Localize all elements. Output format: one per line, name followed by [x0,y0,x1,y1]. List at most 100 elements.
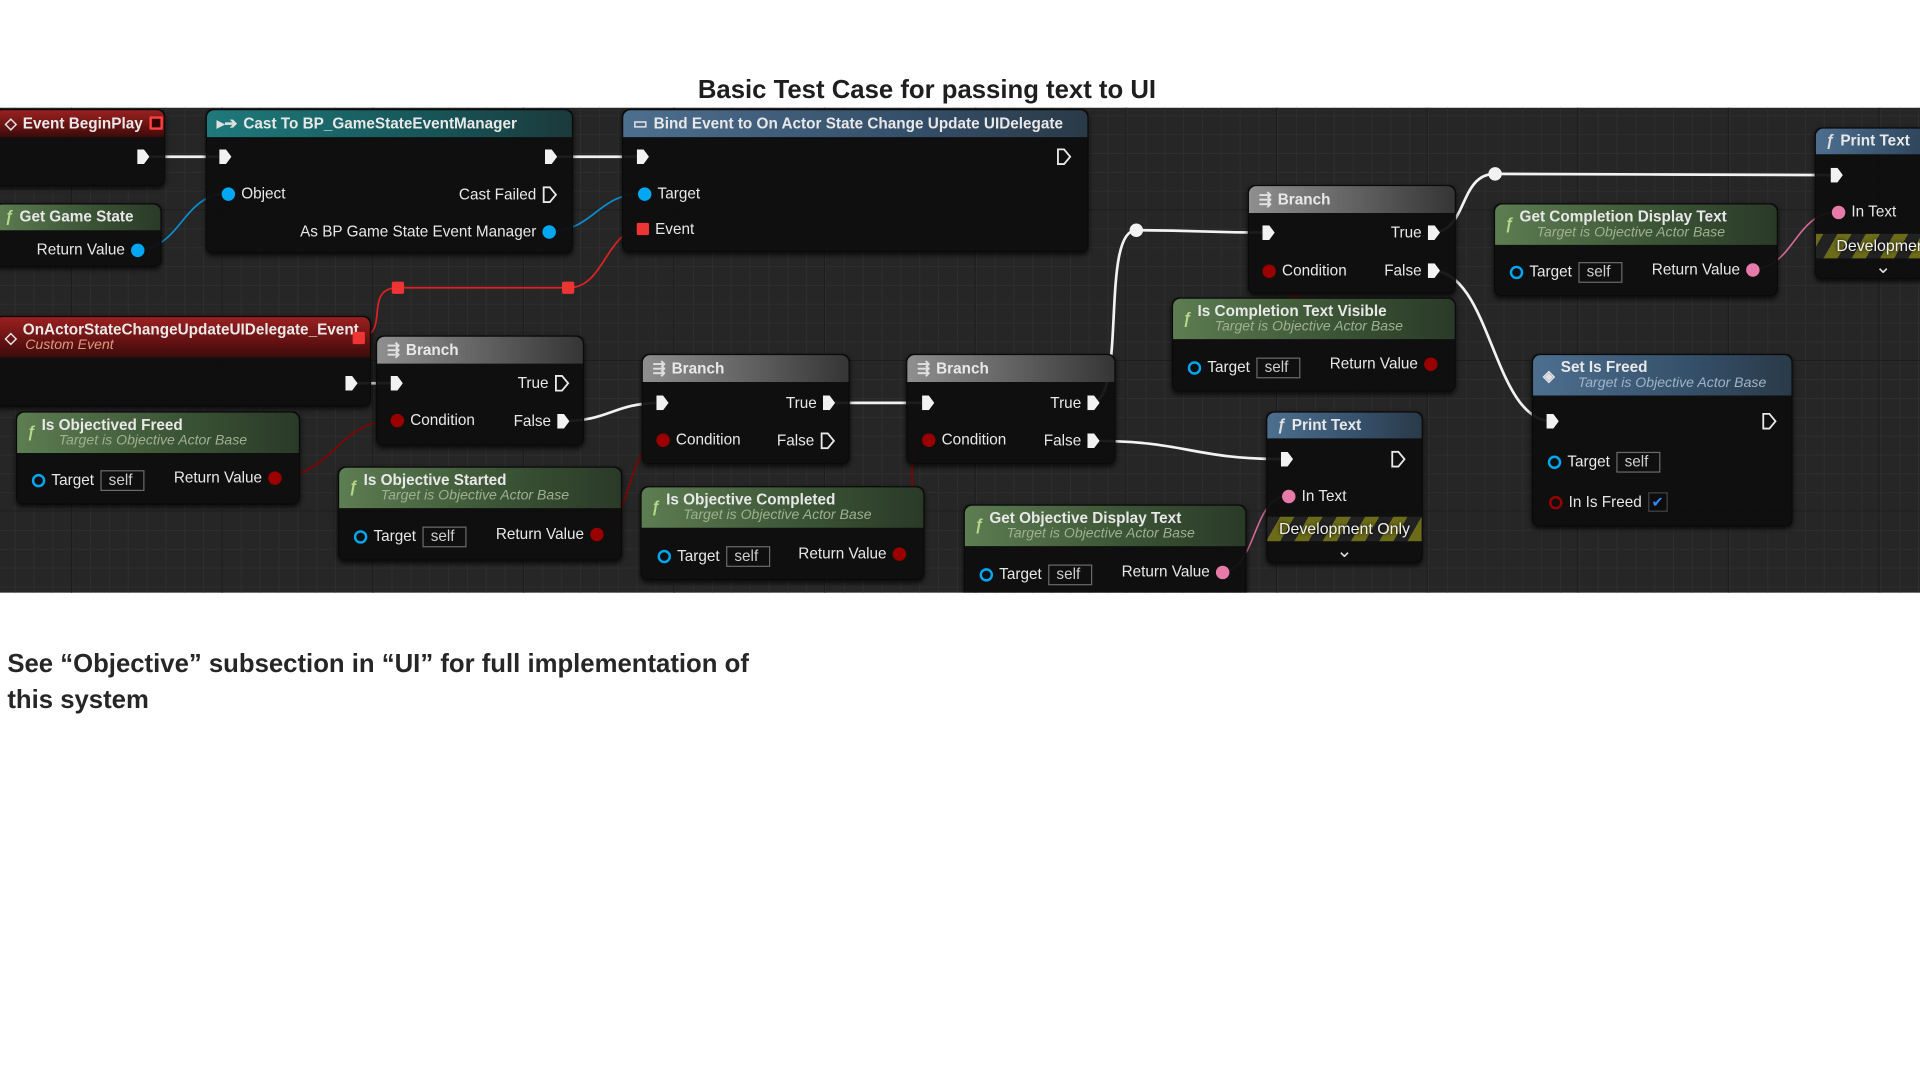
pin-row-as-bp-game-state-event-manager[interactable]: As BP Game State Event Manager [300,222,556,242]
pin-row-exec[interactable] [544,147,558,167]
node-header[interactable]: ⇶Branch [1248,186,1455,214]
pin-value-input[interactable]: self [422,525,467,547]
pin-row-exec[interactable] [219,147,232,167]
exec-pin[interactable] [1830,167,1843,183]
pin-value-input[interactable]: self [1256,356,1301,378]
exec-hollow-pin[interactable] [820,432,836,450]
checkbox[interactable]: ✔ [1647,492,1668,512]
exec-pin[interactable] [1427,225,1441,241]
bool-pin[interactable] [892,546,907,561]
pin-row-exec[interactable] [345,373,358,393]
pin-row-exec[interactable] [390,373,403,393]
node-header[interactable]: ⇶Branch [377,336,583,364]
pin-row-exec[interactable] [1546,411,1559,431]
pin-row-exec[interactable] [922,393,935,413]
bool-pin[interactable] [922,432,936,447]
exec-pin[interactable] [822,395,836,411]
obj-hollow-pin[interactable] [1187,360,1202,375]
delegate-pin[interactable] [352,331,365,345]
pin-row-true[interactable]: True [786,393,836,413]
obj-hollow-pin[interactable] [1509,265,1524,279]
exec-pin[interactable] [219,149,232,165]
reroute-node[interactable] [562,281,575,294]
obj-pin[interactable] [637,186,652,201]
exec-pin[interactable] [636,149,649,165]
chevron-down-icon[interactable]: ⌄ [1336,541,1353,563]
reroute-node[interactable] [1129,223,1144,237]
bool-pin[interactable] [390,413,405,427]
exec-pin[interactable] [656,395,669,411]
pin-row-return-value[interactable]: Return Value [496,524,604,544]
pin-value-input[interactable]: self [100,469,145,491]
node-header[interactable]: ◇Event BeginPlay [0,110,165,138]
pin-row-exec[interactable] [1830,165,1843,185]
pin-row-delegate[interactable] [352,328,365,348]
pin-row-condition[interactable]: Condition [922,430,1006,450]
node-header[interactable]: ⇶Branch [642,355,849,383]
pin-row-false[interactable]: False [514,411,570,431]
node-header[interactable]: ◇OnActorStateChangeUpdateUIDelegate_Even… [0,317,370,358]
pin-row-object[interactable]: Object [221,184,285,204]
reroute-node[interactable] [391,281,405,294]
exec-pin[interactable] [390,375,403,391]
pin-row-return-value[interactable]: Return Value [1122,562,1230,582]
delegate-pin[interactable] [148,116,163,130]
exec-pin[interactable] [922,395,935,411]
bind-event-to-on-actor-state-change-update-uidelegate-node[interactable]: ▭Bind Event to On Actor State Change Upd… [622,108,1089,253]
onactorstatechangeupdateuidelegate-event-node[interactable]: ◇OnActorStateChangeUpdateUIDelegate_Even… [0,315,372,407]
pin-row-target[interactable]: Target [637,184,700,204]
exec-pin[interactable] [544,149,558,165]
node-header[interactable]: ▭Bind Event to On Actor State Change Upd… [623,110,1088,138]
pin-row-exec-hollow[interactable] [1762,411,1777,431]
bool-pin[interactable] [1424,356,1438,371]
pin-row-false[interactable]: False [1384,261,1441,281]
reroute-node[interactable] [1488,167,1502,181]
exec-hollow-pin[interactable] [555,375,570,392]
bool-pin[interactable] [268,470,282,485]
exec-pin[interactable] [1087,395,1100,411]
event-beginplay-node[interactable]: ◇Event BeginPlay [0,108,166,187]
pin-row-condition[interactable]: Condition [1262,261,1347,281]
pin-row-return-value[interactable]: Return Value [1330,354,1438,374]
pin-row-exec[interactable] [137,147,150,167]
pin-row-in-is-freed[interactable]: In Is Freed✔ [1548,492,1668,512]
pin-row-false[interactable]: False [1044,431,1100,451]
chevron-down-icon[interactable]: ⌄ [1875,257,1892,278]
pin-row-exec[interactable] [1262,223,1275,243]
pin-row-condition[interactable]: Condition [656,430,741,450]
bool-pin[interactable] [590,527,604,541]
node-header[interactable]: ▸➔Cast To BP_GameStateEventManager [206,110,572,138]
text-pin[interactable] [1215,565,1230,579]
exec-pin[interactable] [1280,451,1294,467]
exec-pin[interactable] [557,413,570,429]
pin-row-in-text[interactable]: In Text [1831,202,1896,222]
pin-row-exec-hollow[interactable] [1391,449,1406,469]
exec-hollow-pin[interactable] [1762,412,1777,430]
exec-pin[interactable] [1427,263,1441,278]
text-pin[interactable] [1282,489,1296,503]
obj-pin[interactable] [131,243,145,257]
pin-row-exec[interactable] [1280,449,1294,469]
obj-hollow-pin[interactable] [31,473,46,487]
pin-value-input[interactable]: self [1578,261,1623,283]
